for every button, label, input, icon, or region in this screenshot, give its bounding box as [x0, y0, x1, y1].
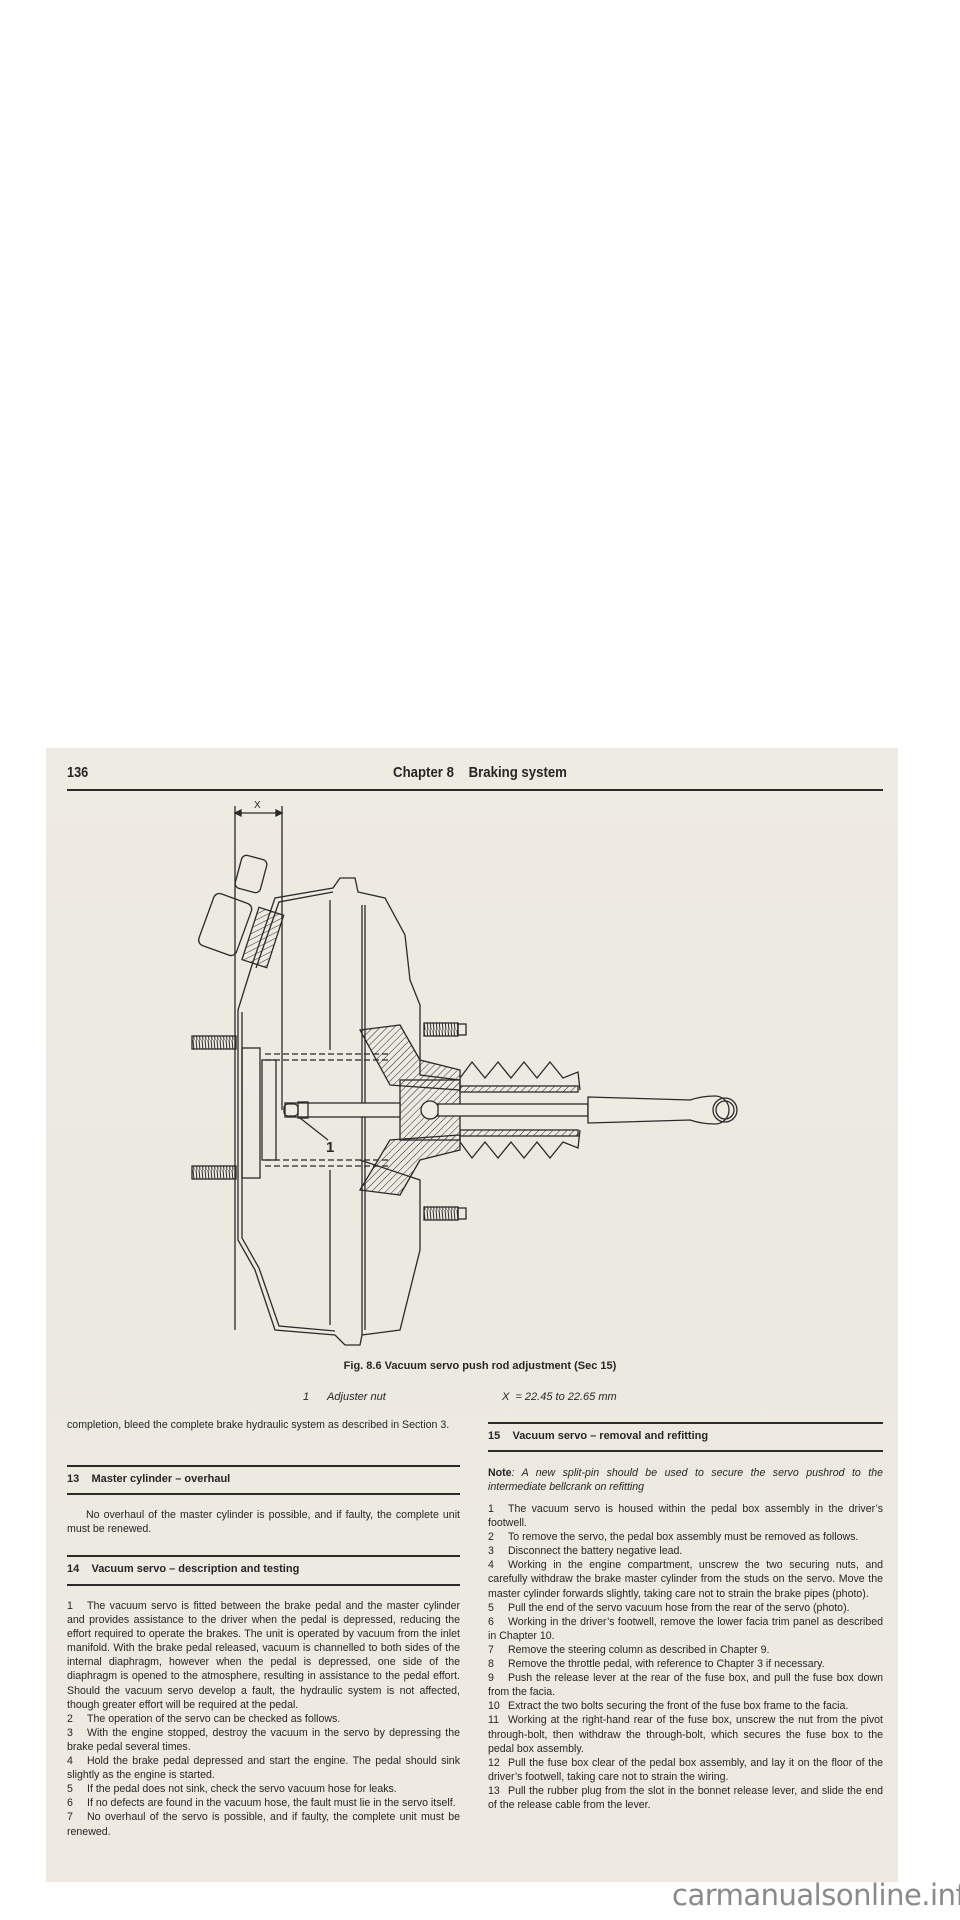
- paragraph-text: Hold the brake pedal depressed and start…: [67, 1755, 460, 1782]
- numbered-paragraph: 2 The operation of the servo can be check…: [67, 1712, 460, 1726]
- left-column: completion, bleed the complete brake hyd…: [67, 1418, 460, 1432]
- paragraph-text: The vacuum servo is housed within the pe…: [488, 1503, 883, 1530]
- paragraph-text: If no defects are found in the vacuum ho…: [87, 1797, 456, 1810]
- servo-housing: [237, 877, 461, 1346]
- figure-caption: Fig. 8.6 Vacuum servo push rod adjustmen…: [343, 1360, 617, 1372]
- vacuum-hose-connector: [198, 854, 285, 969]
- paragraph-number: 10: [488, 1700, 500, 1713]
- paragraph-number: 5: [488, 1601, 494, 1614]
- numbered-paragraph: 6 If no defects are found in the vacuum h…: [67, 1796, 460, 1810]
- callout-1: 1: [326, 1139, 334, 1156]
- paragraph-number: 9: [488, 1672, 494, 1685]
- paragraph-number: 8: [488, 1658, 494, 1671]
- rubber-boot: [459, 1060, 581, 1160]
- paragraph-text: Remove the throttle pedal, with referenc…: [508, 1658, 825, 1671]
- page-number: 136: [67, 764, 89, 781]
- paragraph-text: Working in the driver’s footwell, remove…: [488, 1615, 883, 1642]
- rule: [67, 1555, 460, 1557]
- rule: [488, 1422, 883, 1424]
- header-rule: [67, 789, 883, 791]
- numbered-paragraph: 5 If the pedal does not sink, check the s…: [67, 1782, 460, 1796]
- diaphragm-hub: [358, 1024, 461, 1091]
- stud-right-upper: [423, 1022, 459, 1037]
- rule: [67, 1584, 460, 1586]
- paragraph-number: 6: [67, 1797, 73, 1810]
- rule: [488, 1450, 883, 1452]
- numbered-paragraph: 2 To remove the servo, the pedal box asse…: [488, 1530, 883, 1544]
- paragraph-text: Push the release lever at the rear of th…: [488, 1672, 883, 1699]
- paragraph-text: No overhaul of the servo is possible, an…: [67, 1811, 460, 1838]
- paragraph-text: Extract the two bolts securing the front…: [508, 1700, 849, 1713]
- dimension-x: X: [233, 800, 284, 1330]
- paragraph-number: 4: [67, 1755, 73, 1768]
- document-page: [46, 748, 898, 1882]
- paragraph-number: 1: [488, 1503, 494, 1515]
- section-13-body: No overhaul of the master cylinder is po…: [67, 1509, 460, 1536]
- paragraph-text: To remove the servo, the pedal box assem…: [508, 1531, 859, 1544]
- section-15-note: Note: A new split-pin should be used to …: [488, 1467, 883, 1494]
- paragraph-number: 3: [67, 1726, 73, 1739]
- paragraph-text: With the engine stopped, destroy the vac…: [67, 1726, 460, 1753]
- paragraph-number: 6: [488, 1615, 494, 1628]
- paragraph-number: 11: [488, 1714, 499, 1727]
- paragraph-number: 2: [488, 1531, 494, 1544]
- stud-left-lower: [191, 1165, 237, 1180]
- numbered-paragraph: 10 Extract the two bolts securing the fro…: [488, 1699, 883, 1713]
- stud-right-lower: [423, 1206, 459, 1221]
- paragraph-text: Pull the end of the servo vacuum hose fr…: [508, 1601, 850, 1614]
- paragraph-number: 13: [488, 1784, 500, 1797]
- numbered-paragraph: 8 Remove the throttle pedal, with referen…: [488, 1657, 883, 1671]
- paragraph-number: 7: [67, 1811, 73, 1824]
- paragraph-number: 7: [488, 1643, 494, 1656]
- paragraph-text: The vacuum servo is fitted between the b…: [67, 1600, 460, 1711]
- section-14-heading: 14 Vacuum servo – description and testin…: [67, 1563, 300, 1575]
- section-15-heading: 15 Vacuum servo – removal and refitting: [488, 1430, 709, 1442]
- section-13-heading: 13 Master cylinder – overhaul: [67, 1473, 231, 1485]
- numbered-paragraph: 5 Pull the end of the servo vacuum hose f…: [488, 1601, 883, 1615]
- paragraph-text: Pull the rubber plug from the slot in th…: [488, 1784, 883, 1811]
- stud-left-upper: [191, 1035, 237, 1050]
- paragraph-text: The operation of the servo can be checke…: [87, 1712, 341, 1725]
- paragraph-number: 3: [488, 1545, 494, 1558]
- watermark: carmanualsonline.info: [672, 1878, 960, 1912]
- paragraph-text: Pull the fuse box clear of the pedal box…: [488, 1756, 883, 1783]
- legend-dimension-x: X = 22.45 to 22.65 mm: [502, 1391, 617, 1403]
- svg-text:X: X: [254, 800, 261, 811]
- paragraph-number: 5: [67, 1783, 73, 1796]
- numbered-paragraph: 3 Disconnect the battery negative lead.: [488, 1544, 883, 1558]
- paragraph-text: Working at the right-hand rear of the fu…: [488, 1714, 883, 1755]
- push-rod: [283, 1095, 738, 1125]
- paragraph-text: Working in the engine compartment, unscr…: [488, 1559, 883, 1600]
- legend-adjuster-nut: 1 Adjuster nut: [303, 1391, 386, 1403]
- continuation-paragraph: completion, bleed the complete brake hyd…: [67, 1419, 450, 1431]
- paragraph-text: If the pedal does not sink, check the se…: [87, 1783, 397, 1796]
- rule: [67, 1465, 460, 1467]
- chapter-title: Chapter 8 Braking system: [393, 764, 567, 781]
- paragraph-number: 4: [488, 1559, 494, 1572]
- numbered-paragraph: 7 Remove the steering column as described…: [488, 1643, 883, 1657]
- rule: [67, 1493, 460, 1495]
- paragraph-number: 2: [67, 1712, 73, 1725]
- paragraph-number: 12: [488, 1756, 500, 1769]
- paragraph-text: Remove the steering column as described …: [508, 1643, 770, 1656]
- paragraph-number: 1: [67, 1600, 73, 1612]
- paragraph-text: Disconnect the battery negative lead.: [508, 1545, 683, 1558]
